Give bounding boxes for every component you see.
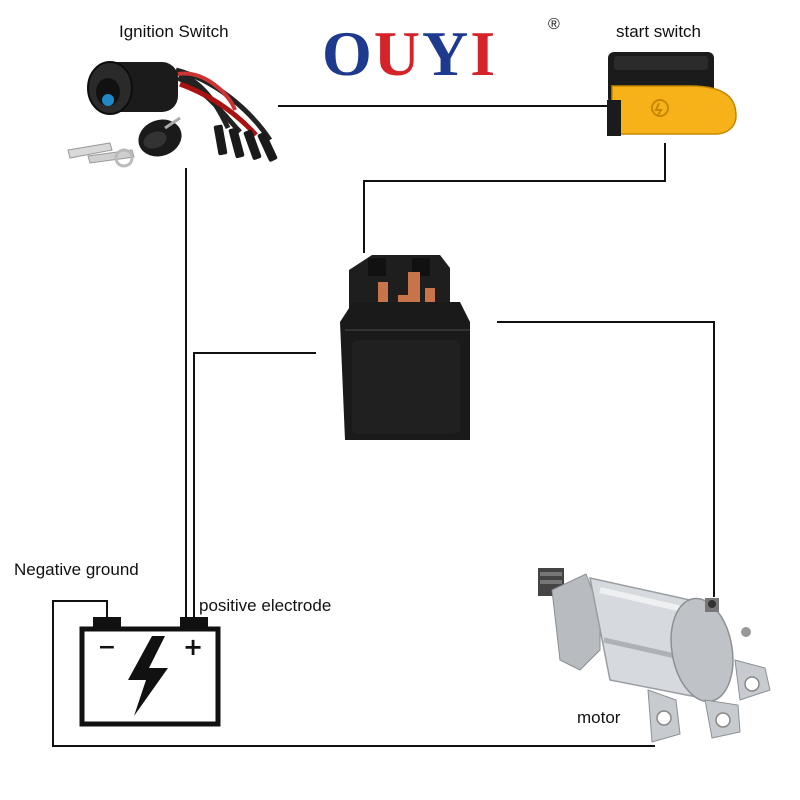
wires xyxy=(52,105,715,747)
ignition-switch-label: Ignition Switch xyxy=(119,22,229,41)
battery-minus-sign: − xyxy=(98,635,116,660)
wire-negative-ground xyxy=(52,600,655,747)
starter-motor-icon xyxy=(538,568,771,743)
wire-start-switch-to-relay xyxy=(363,143,666,253)
brand-logo: OUYI xyxy=(322,22,497,86)
battery-icon xyxy=(79,617,221,727)
negative-ground-label: Negative ground xyxy=(14,560,139,579)
key-icon xyxy=(67,142,135,168)
registered-mark: ® xyxy=(548,16,560,33)
brand-letter-o: O xyxy=(322,18,374,89)
ignition-switch-icon xyxy=(87,61,278,162)
motor-label: motor xyxy=(577,708,621,727)
start-switch-label: start switch xyxy=(616,22,702,41)
positive-electrode-label: positive electrode xyxy=(199,596,332,615)
wire-relay-to-battery-positive xyxy=(193,352,316,617)
start-switch-icon xyxy=(607,52,737,136)
brand-letter-y: Y xyxy=(422,18,471,89)
relay-icon xyxy=(340,255,470,440)
wire-relay-to-motor xyxy=(497,321,715,597)
brand-letter-i: I xyxy=(470,18,498,89)
brand-letter-u: U xyxy=(373,18,422,89)
battery-plus-sign: + xyxy=(183,633,203,661)
